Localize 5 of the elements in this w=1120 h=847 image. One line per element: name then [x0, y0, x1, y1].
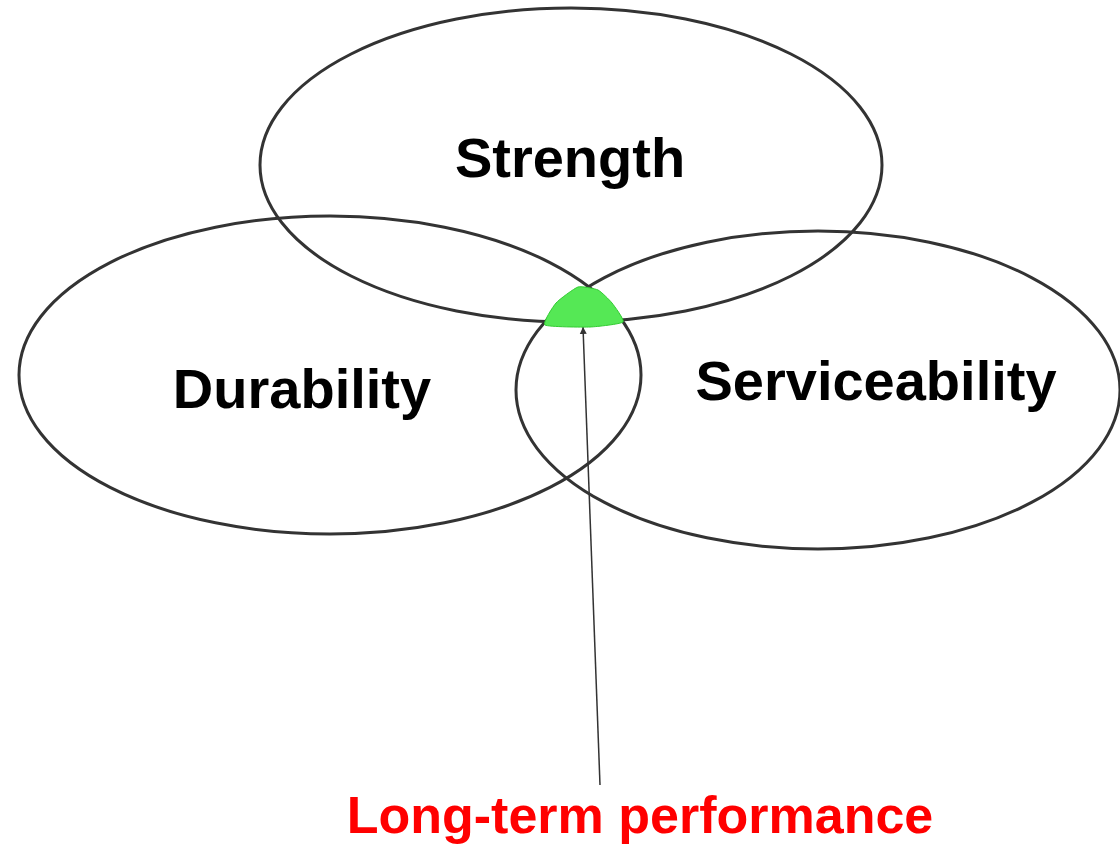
callout-label: Long-term performance	[346, 785, 934, 845]
circle-label: Strength	[454, 124, 686, 190]
circle-label: Durability	[172, 355, 432, 421]
circle-label: Serviceability	[695, 347, 1057, 413]
leader-arrow	[579, 326, 601, 786]
